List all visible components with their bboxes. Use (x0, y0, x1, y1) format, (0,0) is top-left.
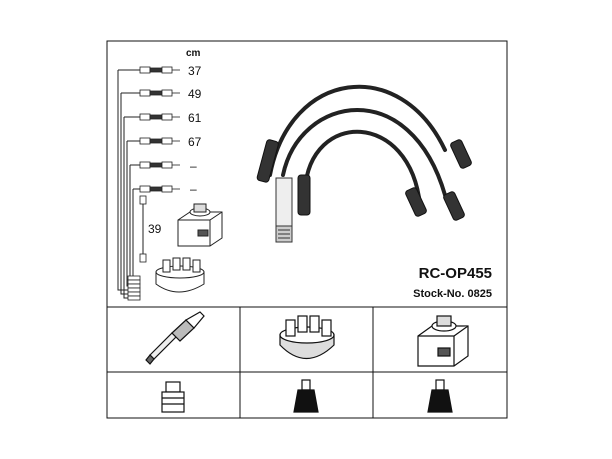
length-label-6: – (190, 182, 197, 196)
distributor-cap-small (155, 257, 205, 293)
cable-2 (281, 108, 447, 197)
boot-right-1 (450, 139, 472, 169)
connector-sleeve (275, 177, 293, 227)
stock-number: Stock-No. 0825 (413, 288, 492, 300)
coil-boot-terminal-icon (427, 379, 453, 413)
length-label-3: 61 (188, 111, 202, 125)
outer-border (106, 40, 508, 419)
connector-row-2 (139, 89, 180, 97)
connector-row-1 (139, 66, 180, 74)
lead-connectors (127, 66, 180, 301)
length-label-4: 67 (188, 135, 202, 149)
boot-right-3 (443, 191, 465, 221)
cable-3 (303, 129, 422, 207)
ignition-coil-small (177, 203, 223, 247)
length-label-1: 37 (188, 64, 202, 78)
ignition-coil-icon (417, 315, 469, 367)
connector-row-4 (139, 137, 180, 145)
spark-plug-icon (145, 311, 205, 365)
length-label-2: 49 (188, 87, 202, 101)
coil-lead-length-label: 39 (148, 222, 162, 236)
wiring-schematic (117, 69, 144, 299)
cable-boots (256, 139, 472, 221)
connector-row-6 (139, 185, 180, 193)
coil-lead-connectors (139, 195, 147, 263)
boot-3 (297, 174, 311, 216)
connector-row-3 (139, 113, 180, 121)
boot-right-2 (405, 187, 427, 217)
product-model: RC-OP455 (419, 265, 492, 282)
coil-lead-connector (275, 177, 293, 243)
connector-row-5 (139, 161, 180, 169)
distributor-cap-icon (279, 315, 335, 359)
length-label-5: – (190, 159, 197, 173)
frame (106, 40, 508, 419)
cable-1 (268, 84, 447, 177)
ignition-cable-set (268, 84, 447, 207)
boot-1 (256, 139, 279, 183)
bundle-terminals (127, 275, 141, 301)
unit-label: cm (186, 48, 201, 59)
plug-boot-terminal-icon (161, 381, 185, 413)
cap-boot-terminal-icon (293, 379, 319, 413)
